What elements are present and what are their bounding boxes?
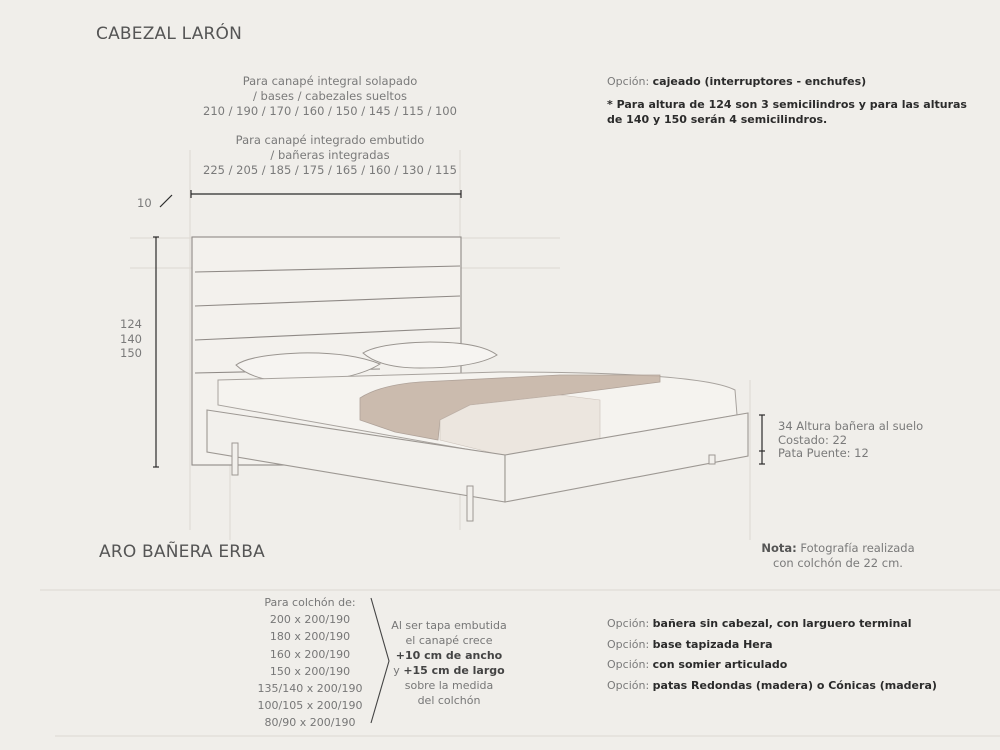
height-value: 124 [120,317,142,331]
option-label: Opción: [607,617,650,630]
option-label: Opción: [607,637,650,651]
width-block-solapado: Para canapé integral solapado / bases / … [200,74,460,119]
width-block-1-line1: Para canapé integral solapado [242,74,418,88]
mattress-size: 180 x 200/190 [269,630,351,644]
width-block-1-line3: 210 / 190 / 170 / 160 / 150 / 145 / 115 … [203,104,457,118]
growth-line4-prefix: y [393,664,400,677]
width-block-2-line1: Para canapé integrado embutido [235,133,425,147]
frame-option: Opción: patas Redondas (madera) o Cónica… [607,676,937,697]
mattress-size: 150 x 200/190 [269,664,351,678]
width-block-2-line3: 225 / 205 / 185 / 175 / 165 / 160 / 130 … [203,163,457,177]
height-value: 150 [120,346,142,360]
growth-length-increase: +15 cm de largo [403,664,505,677]
mattress-size: 135/140 x 200/190 [257,682,363,696]
mattress-size: 100/105 x 200/190 [257,699,363,713]
option-value: cajeado (interruptores - enchufes) [652,75,867,88]
mattress-header: Para colchón de: [264,596,356,609]
option-label: Opción: [607,658,650,671]
frame-options-list: Opción: bañera sin cabezal, con larguero… [607,614,937,696]
frame-option: Opción: bañera sin cabezal, con larguero… [607,614,937,635]
option-value: base tapizada Hera [652,637,773,651]
growth-line2: el canapé crece [405,634,493,647]
side-dim-line2: Costado: 22 [778,432,848,447]
note-label: Nota: [761,541,797,555]
width-block-1-line2: / bases / cabezales sueltos [253,89,407,103]
headboard-option: Opción: cajeado (interruptores - enchufe… [607,74,866,89]
option-value: patas Redondas (madera) o Cónicas (mader… [652,678,937,692]
growth-explanation: Al ser tapa embutida el canapé crece +10… [390,618,508,708]
option-value: con somier articulado [652,658,788,671]
option-value: bañera sin cabezal, con larguero termina… [652,617,912,630]
depth-label: 10 [137,196,152,210]
option-label: Opción: [607,678,650,692]
width-block-2-line2: / bañeras integradas [270,148,390,162]
option-label: Opción: [607,75,650,88]
frame-option: Opción: base tapizada Hera [607,635,937,656]
note-line1: Fotografía realizada [800,541,915,555]
mattress-size: 160 x 200/190 [269,647,351,661]
growth-width-increase: +10 cm de ancho [395,649,503,662]
headboard-title: CABEZAL LARÓN [96,24,243,44]
growth-line5: sobre la medida [404,679,494,692]
mattress-size-list: Para colchón de: 200 x 200/190 180 x 200… [240,594,380,732]
side-dim-line3: Pata Puente: 12 [778,446,869,460]
frame-title: ARO BAÑERA ERBA [99,542,265,562]
headboard-footnote: * Para altura de 124 son 3 semicilindros… [607,97,967,127]
mattress-size: 80/90 x 200/190 [264,716,356,730]
growth-line6: del colchón [417,694,481,707]
side-dimensions: 34 Altura bañera al suelo Costado: 22 Pa… [778,419,924,461]
side-dim-line1: 34 Altura bañera al suelo [778,419,924,433]
photo-note: Nota: Fotografía realizada con colchón d… [752,541,924,571]
growth-line1: Al ser tapa embutida [391,619,507,632]
height-values: 124 140 150 [120,317,142,361]
footnote-line2: de 140 y 150 serán 4 semicilindros. [607,113,828,126]
footnote-line1: * Para altura de 124 son 3 semicilindros… [607,98,967,111]
mattress-size: 200 x 200/190 [269,613,351,627]
frame-option: Opción: con somier articulado [607,655,937,676]
note-line2: con colchón de 22 cm. [773,556,903,570]
height-value: 140 [120,331,142,346]
width-block-embutido: Para canapé integrado embutido / bañeras… [200,133,460,178]
